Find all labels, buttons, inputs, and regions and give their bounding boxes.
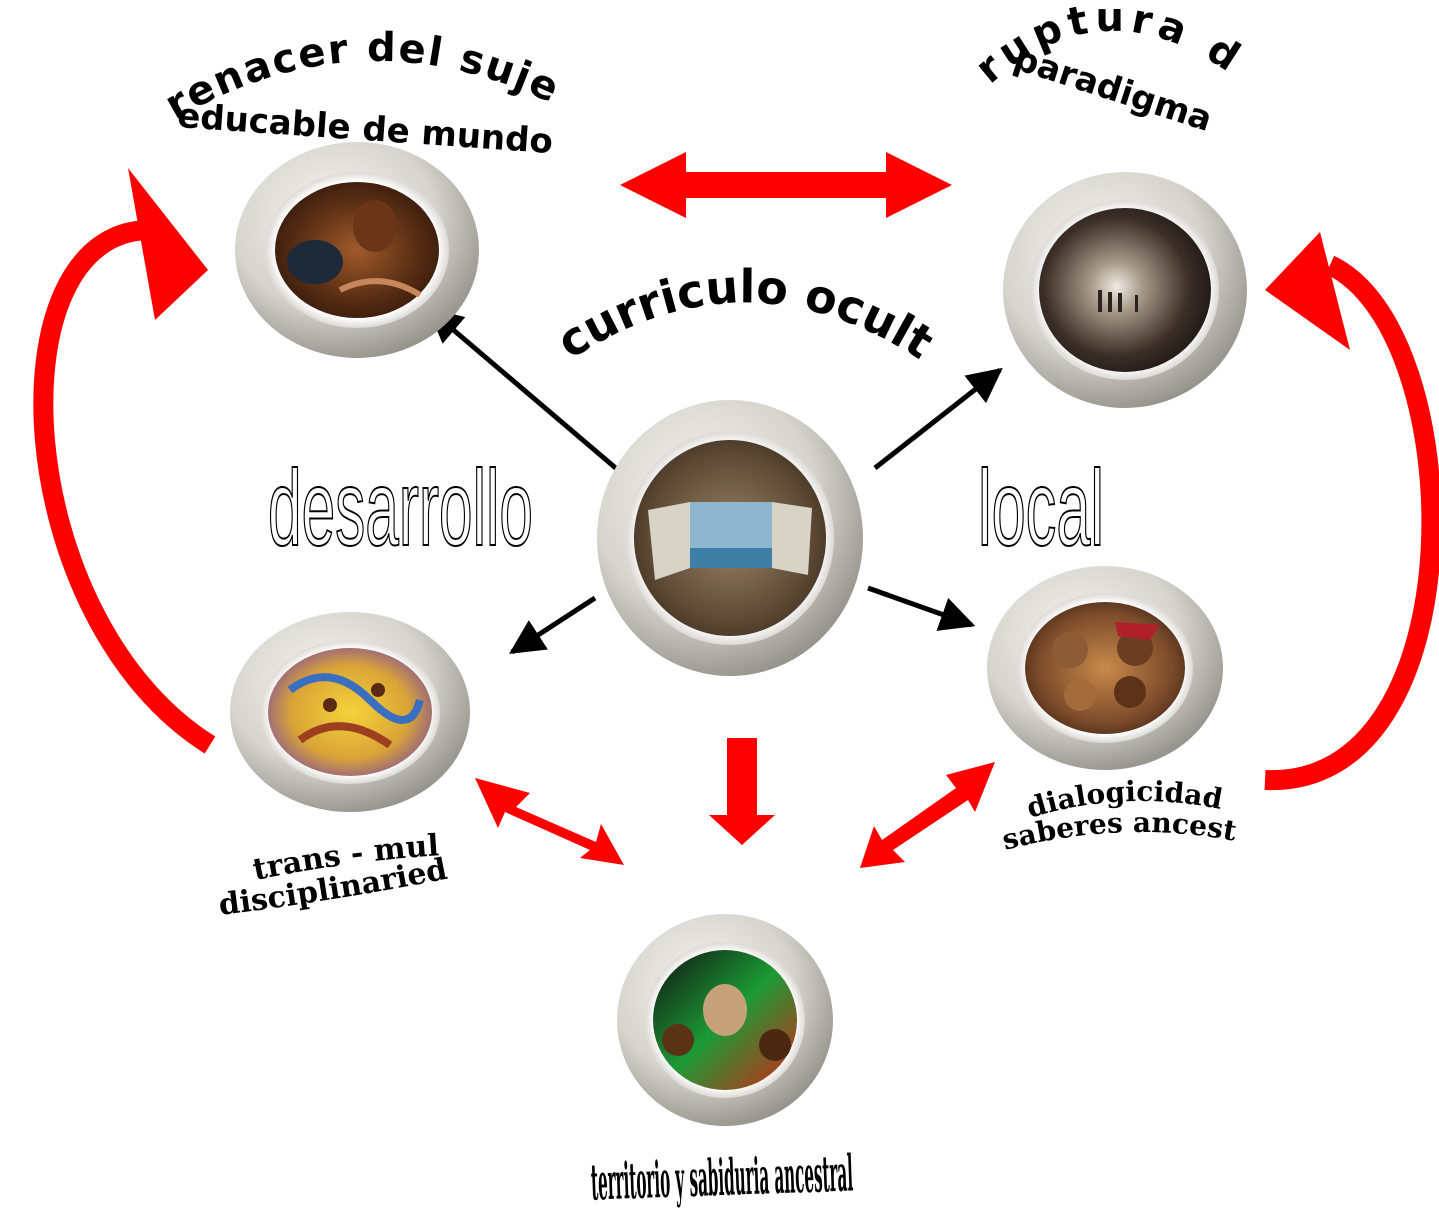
node-bottom [617,914,833,1126]
black-arrow-to-top-left [427,307,620,472]
overlay-word-right: local [978,447,1104,568]
black-arrow-to-top-right [873,367,1003,470]
node-mid-right [987,566,1223,770]
tree-window-icon [634,440,826,636]
node-mid-left [230,612,470,812]
red-curved-arrow-left [33,168,216,754]
red-double-arrow-top [620,152,952,218]
node-top-right [1003,172,1247,408]
red-curved-arrow-right [1264,232,1439,791]
black-arrow-to-mid-left [509,595,597,655]
overlay-word-left: desarrollo [268,447,533,568]
red-down-arrow [709,738,775,845]
red-double-arrow-lower-right [860,762,995,868]
red-double-arrow-lower-left [475,778,624,865]
node-top-left [235,142,479,358]
man-with-bowl-icon [275,182,439,318]
tunnel-people-icon [1039,208,1211,372]
title-bottom: territorio y sabiduria ancestral [590,1143,854,1211]
africa-leaders-icon [653,950,797,1090]
dancers-painting-icon [268,648,432,776]
ancestral-faces-icon [1025,602,1185,734]
black-arrow-to-mid-right [867,585,976,631]
node-center [597,400,863,676]
